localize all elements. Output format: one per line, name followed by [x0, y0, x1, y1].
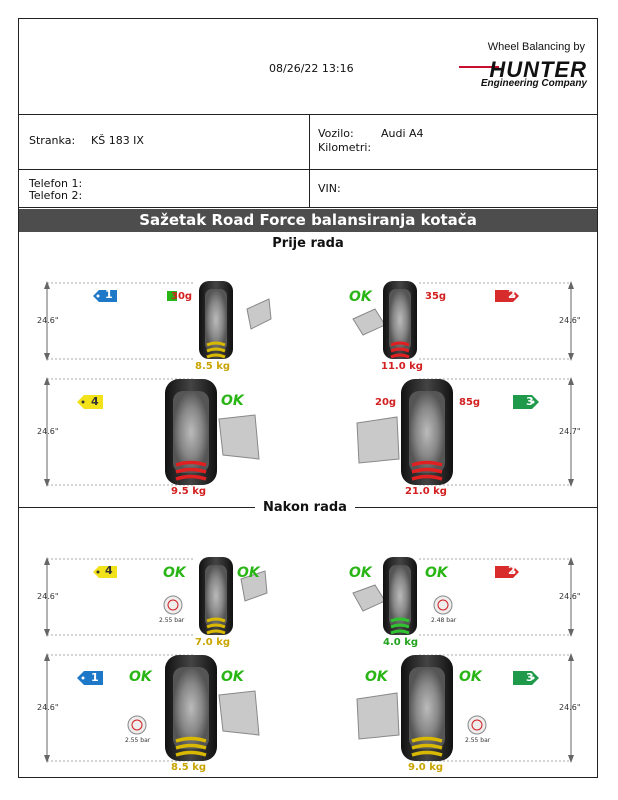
km-label: Kilometri:: [318, 141, 372, 154]
customer-row: Stranka: KŠ 183 IX Vozilo: Audi A4 Kilom…: [19, 114, 597, 170]
report-title: Sažetak Road Force balansiranja kotača: [19, 209, 597, 232]
client-value: KŠ 183 IX: [91, 134, 144, 147]
weight-after-3-right: OK: [459, 669, 482, 685]
road-force-after-3: 9.0 kg: [408, 762, 444, 773]
wheel-after-front-left: [44, 557, 268, 637]
pressure-after-2: 2.48 bar: [431, 617, 457, 624]
wheel-before-rear-right: [356, 377, 574, 487]
road-force-after-4: 7.0 kg: [195, 637, 231, 648]
road-force-before-2: 11.0 kg: [381, 361, 423, 372]
pressure-after-4: 2.55 bar: [159, 617, 185, 624]
road-force-before-3: 21.0 kg: [405, 486, 447, 497]
tag-after-4: 4: [105, 564, 113, 577]
weight-after-2-left: OK: [349, 565, 372, 581]
weight-after-4-right: OK: [237, 565, 260, 581]
weight-after-1-right: OK: [221, 669, 244, 685]
report-header: 08/26/22 13:16 Wheel Balancing by HUNTER…: [19, 19, 597, 115]
brand-caption: Wheel Balancing by: [487, 41, 585, 53]
weight-before-1-left: 30g: [171, 291, 193, 302]
weight-after-4-left: OK: [163, 565, 186, 581]
vin-label: VIN:: [318, 182, 341, 195]
road-force-after-2: 4.0 kg: [383, 637, 419, 648]
dimension-before-3: 24.7": [559, 427, 581, 436]
weight-before-2-right: 35g: [425, 291, 447, 302]
dimension-after-4: 24.6": [37, 592, 59, 601]
report-datetime: 08/26/22 13:16: [269, 62, 354, 75]
phone2-label: Telefon 2:: [29, 189, 83, 202]
wheel-before-front-left: [44, 281, 272, 361]
tag-after-1: 1: [91, 671, 99, 684]
pressure-after-3: 2.55 bar: [465, 737, 491, 744]
weight-after-2-right: OK: [425, 565, 448, 581]
contact-row: Telefon 1: Telefon 2: VIN:: [19, 169, 597, 208]
after-heading: Nakon rada: [255, 500, 355, 515]
tag-before-2: 2: [508, 288, 516, 301]
wheel-after-rear-right: [356, 653, 574, 763]
divider-vertical: [309, 169, 310, 207]
report-sheet: 08/26/22 13:16 Wheel Balancing by HUNTER…: [18, 18, 598, 778]
client-label: Stranka:: [29, 134, 76, 147]
weight-after-1-left: OK: [129, 669, 152, 685]
dimension-before-1: 24.6": [37, 316, 59, 325]
road-force-after-1: 8.5 kg: [171, 762, 207, 773]
weight-before-4-right: OK: [221, 393, 244, 409]
dimension-after-2: 24.6": [559, 592, 581, 601]
tag-before-3: 3: [526, 395, 534, 408]
weight-before-2-left: OK: [349, 289, 372, 305]
before-heading: Prije rada: [272, 236, 344, 251]
logo-word: HUNTER: [489, 57, 587, 82]
wheel-after-rear-left: [44, 653, 260, 763]
dimension-after-3: 24.6": [559, 703, 581, 712]
divider-vertical: [309, 114, 310, 169]
road-force-before-1: 8.5 kg: [195, 361, 231, 372]
tag-after-3: 3: [526, 671, 534, 684]
phone1-label: Telefon 1:: [29, 177, 83, 190]
weight-after-3-left: OK: [365, 669, 388, 685]
dimension-before-4: 24.6": [37, 427, 59, 436]
logo-swoosh: [459, 66, 499, 68]
vehicle-label: Vozilo:: [318, 127, 354, 140]
wheel-after-front-right: [352, 557, 574, 637]
wheel-before-rear-left: [44, 377, 260, 487]
tag-before-4: 4: [91, 395, 99, 408]
weight-before-3-left: 20g: [375, 397, 397, 408]
pressure-after-1: 2.55 bar: [125, 737, 151, 744]
dimension-before-2: 24.6": [559, 316, 581, 325]
tag-after-2: 2: [508, 564, 516, 577]
tag-before-1: 1: [105, 288, 113, 301]
logo-subtitle: Engineering Company: [480, 78, 587, 89]
wheel-diagram: [44, 281, 574, 763]
hunter-logo: HUNTER Engineering Company: [459, 57, 591, 91]
road-force-before-4: 9.5 kg: [171, 486, 207, 497]
wheel-before-front-right: [352, 281, 574, 361]
vehicle-value: Audi A4: [381, 127, 424, 140]
dimension-after-1: 24.6": [37, 703, 59, 712]
weight-before-3-right: 85g: [459, 397, 481, 408]
